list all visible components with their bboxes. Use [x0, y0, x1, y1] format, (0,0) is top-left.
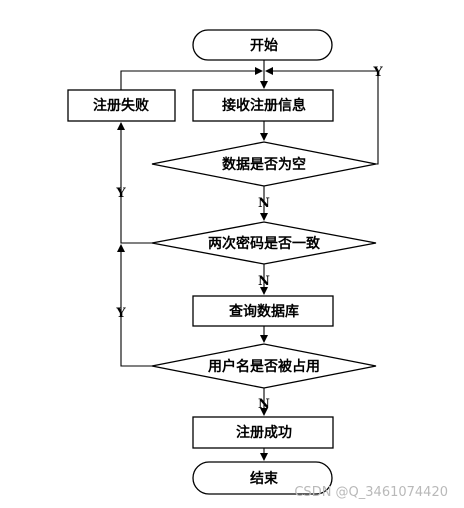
end-terminal: [192, 461, 333, 495]
csdn-watermark: CSDN @Q_3461074420: [294, 485, 448, 500]
fail-label: 注册失败: [93, 97, 150, 114]
receive-process: [192, 89, 334, 122]
start-terminal: [192, 29, 333, 61]
success-process: [192, 416, 334, 449]
password-yes-label: Y: [115, 186, 126, 201]
password-check-label: 两次密码是否一致: [208, 235, 321, 252]
connector-fail-loop: [120, 67, 263, 90]
empty-no-label: N: [258, 196, 270, 211]
username-no-label: N: [258, 397, 270, 412]
connector-username-yes: [117, 244, 152, 367]
success-label: 注册成功: [236, 424, 292, 441]
username-check-decision: [151, 343, 377, 389]
connector-password-yes: [117, 122, 152, 244]
password-check-decision: [151, 221, 377, 265]
username-check-label: 用户名是否被占用: [208, 358, 320, 375]
receive-label: 接收注册信息: [222, 97, 306, 114]
connector-empty-yes: [265, 67, 379, 165]
username-yes-label: Y: [115, 306, 126, 321]
empty-check-label: 数据是否为空: [222, 156, 306, 173]
password-no-label: N: [258, 274, 270, 289]
query-db-process: [192, 295, 334, 327]
end-label: 结束: [250, 470, 279, 487]
start-label: 开始: [250, 37, 278, 54]
query-db-label: 查询数据库: [229, 303, 299, 320]
empty-yes-label: Y: [372, 65, 383, 80]
